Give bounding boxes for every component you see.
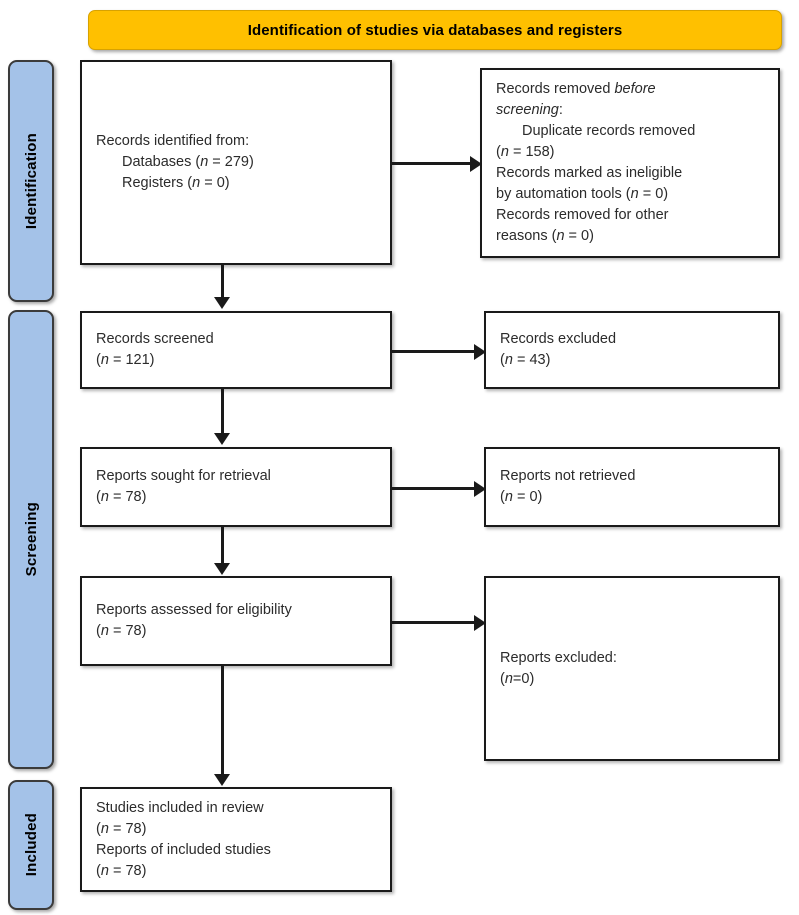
paren-open: ( xyxy=(96,623,101,639)
n-italic: n xyxy=(100,862,109,879)
n-italic: n xyxy=(100,820,109,837)
node-records-excluded-text: Records excluded (n = 43) xyxy=(486,329,778,371)
node-records-removed: Records removed before screening: Duplic… xyxy=(480,68,780,258)
paren-open: ( xyxy=(96,820,101,837)
reasons-label: reasons ( xyxy=(496,228,557,244)
arrow-right-icon xyxy=(474,481,486,497)
node-records-identified-text: Records identified from: Databases (n = … xyxy=(96,133,254,191)
records-excluded-label: Records excluded xyxy=(500,331,617,347)
colon: : xyxy=(558,102,563,118)
reports-sought-count: = 78) xyxy=(108,489,147,505)
paren-open: ( xyxy=(496,144,501,160)
stage-label-identification: Identification xyxy=(8,60,54,302)
connector-identified-to-screened xyxy=(221,265,224,301)
n-italic: n xyxy=(100,489,109,505)
n-italic: n xyxy=(500,144,509,160)
automation-label: by automation tools ( xyxy=(496,186,631,202)
stage-label-identification-text: Identification xyxy=(22,132,40,230)
node-reports-assessed: Reports assessed for eligibility (n = 78… xyxy=(80,576,392,666)
reports-not-retrieved-count: = 0) xyxy=(512,489,543,505)
connector-screened-to-records-excluded xyxy=(392,350,476,353)
node-reports-excluded-text: Reports excluded: (n=0) xyxy=(486,648,778,690)
reports-not-retrieved-label: Reports not retrieved xyxy=(500,468,636,484)
node-records-screened: Records screened (n = 121) xyxy=(80,311,392,389)
records-excluded-count: = 43) xyxy=(512,352,551,368)
arrow-right-icon xyxy=(474,615,486,631)
connector-screened-to-sought xyxy=(221,389,224,435)
arrow-right-icon xyxy=(474,344,486,360)
paren-open: ( xyxy=(500,489,505,505)
connector-identified-to-removed xyxy=(392,162,472,165)
node-reports-sought: Reports sought for retrieval (n = 78) xyxy=(80,447,392,527)
paren-open: ( xyxy=(96,862,101,879)
registers-label: Registers ( xyxy=(122,175,193,191)
page-title: Identification of studies via databases … xyxy=(247,21,623,39)
reports-included-label: Reports of included studies xyxy=(96,841,271,858)
paren-open: ( xyxy=(500,670,505,687)
stage-label-screening-text: Screening xyxy=(22,502,40,577)
studies-included-count: = 78) xyxy=(108,820,147,837)
connector-sought-to-not-retrieved xyxy=(392,487,476,490)
connector-assessed-to-reports-excluded xyxy=(392,621,476,624)
reports-excluded-count: =0) xyxy=(512,670,535,687)
n-italic: n xyxy=(630,186,639,202)
reports-included-count: = 78) xyxy=(108,862,147,879)
automation-count: = 0) xyxy=(638,186,669,202)
arrow-down-icon xyxy=(214,774,230,786)
arrow-down-icon xyxy=(214,563,230,575)
reports-excluded-label: Reports excluded: xyxy=(500,649,617,666)
paren-open: ( xyxy=(96,352,101,368)
databases-count: = 279) xyxy=(208,154,254,170)
records-screened-count: = 121) xyxy=(108,352,155,368)
duplicate-count: = 158) xyxy=(508,144,555,160)
paren-open: ( xyxy=(500,352,505,368)
n-italic: n xyxy=(556,228,565,244)
node-records-excluded: Records excluded (n = 43) xyxy=(484,311,780,389)
connector-sought-to-assessed xyxy=(221,527,224,566)
before-italic: before xyxy=(614,81,656,97)
node-records-identified: Records identified from: Databases (n = … xyxy=(80,60,392,265)
stage-label-included: Included xyxy=(8,780,54,910)
reports-sought-label: Reports sought for retrieval xyxy=(96,468,271,484)
other-reasons-label: Records removed for other xyxy=(496,207,669,223)
node-studies-included: Studies included in review (n = 78) Repo… xyxy=(80,787,392,892)
n-italic: n xyxy=(504,352,513,368)
n-italic: n xyxy=(100,352,109,368)
arrow-right-icon xyxy=(470,156,482,172)
n-italic: n xyxy=(504,670,513,687)
paren-open: ( xyxy=(96,489,101,505)
node-records-screened-text: Records screened (n = 121) xyxy=(82,329,390,371)
connector-assessed-to-included xyxy=(221,666,224,777)
databases-label: Databases ( xyxy=(122,154,201,170)
removed-label: Records removed xyxy=(496,81,615,97)
diagram-title-banner: Identification of studies via databases … xyxy=(88,10,782,50)
node-records-removed-text: Records removed before screening: Duplic… xyxy=(482,79,778,247)
node-reports-assessed-text: Reports assessed for eligibility (n = 78… xyxy=(82,600,390,642)
n-italic: n xyxy=(200,154,209,170)
n-italic: n xyxy=(504,489,513,505)
arrow-down-icon xyxy=(214,433,230,445)
reports-assessed-count: = 78) xyxy=(108,623,147,639)
node-reports-not-retrieved: Reports not retrieved (n = 0) xyxy=(484,447,780,527)
records-screened-label: Records screened xyxy=(96,331,214,347)
stage-label-included-text: Included xyxy=(22,813,40,877)
other-reasons-count: = 0) xyxy=(564,228,594,244)
node-reports-excluded: Reports excluded: (n=0) xyxy=(484,576,780,761)
ineligible-label: Records marked as ineligible xyxy=(496,165,683,181)
node-reports-sought-text: Reports sought for retrieval (n = 78) xyxy=(82,466,390,508)
screening-italic: screening xyxy=(496,102,559,118)
duplicate-records-label: Duplicate records removed xyxy=(522,123,696,139)
stage-label-screening: Screening xyxy=(8,310,54,769)
n-italic: n xyxy=(100,623,109,639)
studies-included-label: Studies included in review xyxy=(96,799,264,816)
registers-count: = 0) xyxy=(200,175,230,191)
arrow-down-icon xyxy=(214,297,230,309)
node-studies-included-text: Studies included in review (n = 78) Repo… xyxy=(82,798,390,882)
n-italic: n xyxy=(192,175,201,191)
reports-assessed-label: Reports assessed for eligibility xyxy=(96,602,292,618)
node-reports-not-retrieved-text: Reports not retrieved (n = 0) xyxy=(486,466,778,508)
